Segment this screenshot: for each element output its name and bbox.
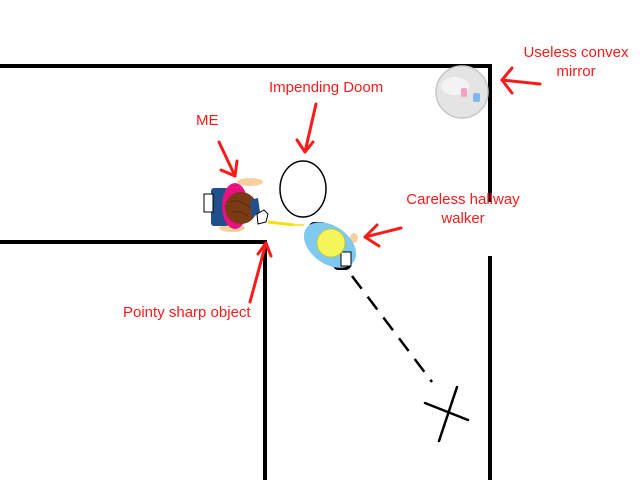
label-convex-mirror: Useless convex mirror (512, 43, 640, 81)
pen-icon (256, 209, 304, 227)
me-hair (225, 192, 257, 224)
hallway-walls (0, 64, 492, 480)
walker-person-icon (303, 222, 358, 270)
walker-hand (350, 233, 358, 243)
label-careless-walker-line-1: Careless hallway (406, 191, 520, 208)
label-pointy-object: Pointy sharp object (123, 304, 251, 321)
pen-hand (256, 209, 269, 225)
label-convex-mirror-line-1: Useless convex (523, 44, 629, 61)
label-careless-walker: Careless hallway walker (398, 190, 528, 228)
mirror-reflection-blue (473, 93, 480, 102)
arrow-to-doom (295, 102, 318, 154)
arrow-to-me (217, 140, 239, 178)
mirror-reflection-pink (461, 88, 467, 97)
label-impending-doom: Impending Doom (269, 79, 384, 96)
pen-body (267, 220, 295, 227)
me-arm-top (237, 178, 263, 186)
label-convex-mirror-line-2: mirror (556, 63, 596, 80)
arrow-to-walker (363, 223, 403, 248)
x-mark-icon (423, 385, 470, 443)
label-careless-walker-line-2: walker (441, 210, 485, 227)
walker-cup (340, 251, 352, 267)
me-person-icon (203, 178, 263, 232)
me-hair-strands (229, 200, 251, 217)
arrow-to-pointy-object (248, 241, 273, 304)
label-me: ME (196, 112, 219, 129)
arrow-to-mirror (500, 66, 542, 95)
walker-hair (316, 228, 346, 258)
convex-mirror-icon (435, 65, 489, 119)
walker-path (351, 275, 433, 383)
me-shoulder (250, 198, 260, 218)
me-backpack-strap (203, 193, 214, 213)
impending-doom-zone (279, 160, 327, 218)
annotation-arrows (217, 66, 542, 304)
